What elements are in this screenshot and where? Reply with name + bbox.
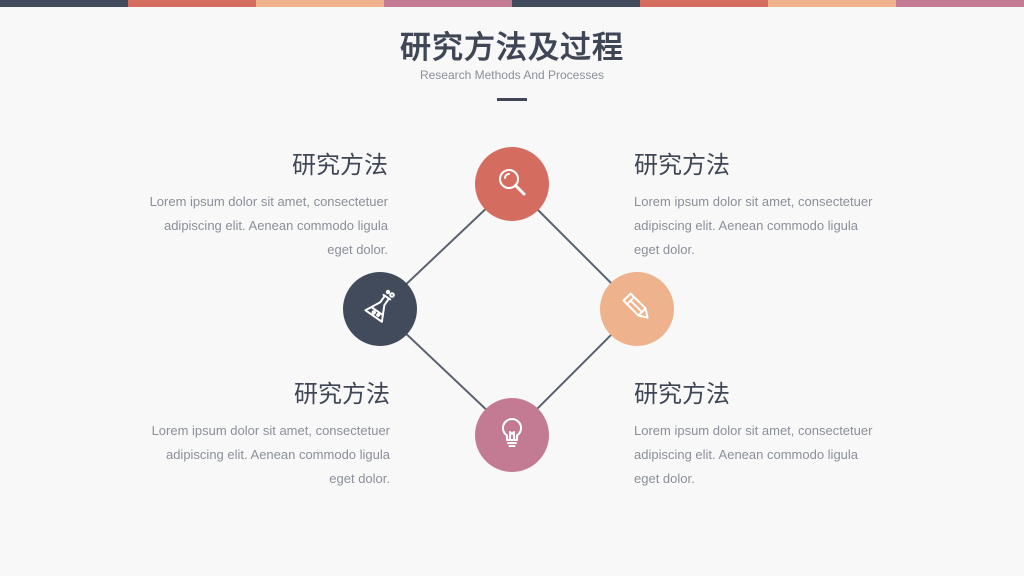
block-heading: 研究方法 [634, 380, 730, 408]
diamond-outline [378, 182, 639, 436]
body-line: adipiscing elit. Aenean commodo ligula [634, 447, 859, 462]
color-bar-segment [768, 0, 896, 7]
block-body: Lorem ipsum dolor sit amet, consectetuer… [132, 419, 390, 491]
block-heading: 研究方法 [634, 151, 730, 179]
block-body: Lorem ipsum dolor sit amet, consectetuer… [130, 190, 388, 262]
body-line: eget dolor. [329, 471, 390, 486]
node-top [475, 147, 549, 221]
color-bar-segment [256, 0, 384, 7]
node-left [343, 272, 417, 346]
color-bar-segment [512, 0, 640, 7]
body-line: adipiscing elit. Aenean commodo ligula [634, 218, 859, 233]
body-line: eget dolor. [327, 242, 388, 257]
lightbulb-icon [494, 415, 530, 455]
text-block-top-left: 研究方法 Lorem ipsum dolor sit amet, consect… [130, 150, 388, 262]
body-line: eget dolor. [634, 242, 695, 257]
body-line: adipiscing elit. Aenean commodo ligula [163, 218, 388, 233]
node-bottom [475, 398, 549, 472]
color-bar-segment [128, 0, 256, 7]
body-line: Lorem ipsum dolor sit amet, consectetuer [634, 423, 873, 438]
text-block-bottom-right: 研究方法 Lorem ipsum dolor sit amet, consect… [634, 379, 892, 491]
magnifier-icon [494, 164, 530, 204]
block-body: Lorem ipsum dolor sit amet, consectetuer… [634, 419, 892, 491]
top-color-bar [0, 0, 1024, 7]
color-bar-segment [0, 0, 128, 7]
title-underline [497, 98, 527, 101]
block-body: Lorem ipsum dolor sit amet, consectetuer… [634, 190, 892, 262]
body-line: adipiscing elit. Aenean commodo ligula [165, 447, 390, 462]
node-right [600, 272, 674, 346]
color-bar-segment [384, 0, 512, 7]
color-bar-segment [896, 0, 1024, 7]
block-heading: 研究方法 [292, 151, 388, 179]
pencil-icon [619, 289, 655, 329]
flask-icon [362, 289, 398, 329]
body-line: eget dolor. [634, 471, 695, 486]
block-heading: 研究方法 [294, 380, 390, 408]
page-subtitle: Research Methods And Processes [419, 68, 605, 82]
text-block-top-right: 研究方法 Lorem ipsum dolor sit amet, consect… [634, 150, 892, 262]
color-bar-segment [640, 0, 768, 7]
body-line: Lorem ipsum dolor sit amet, consectetuer [149, 194, 388, 209]
page-title: 研究方法及过程 [400, 30, 624, 66]
body-line: Lorem ipsum dolor sit amet, consectetuer [151, 423, 390, 438]
body-line: Lorem ipsum dolor sit amet, consectetuer [634, 194, 873, 209]
text-block-bottom-left: 研究方法 Lorem ipsum dolor sit amet, consect… [132, 379, 390, 491]
